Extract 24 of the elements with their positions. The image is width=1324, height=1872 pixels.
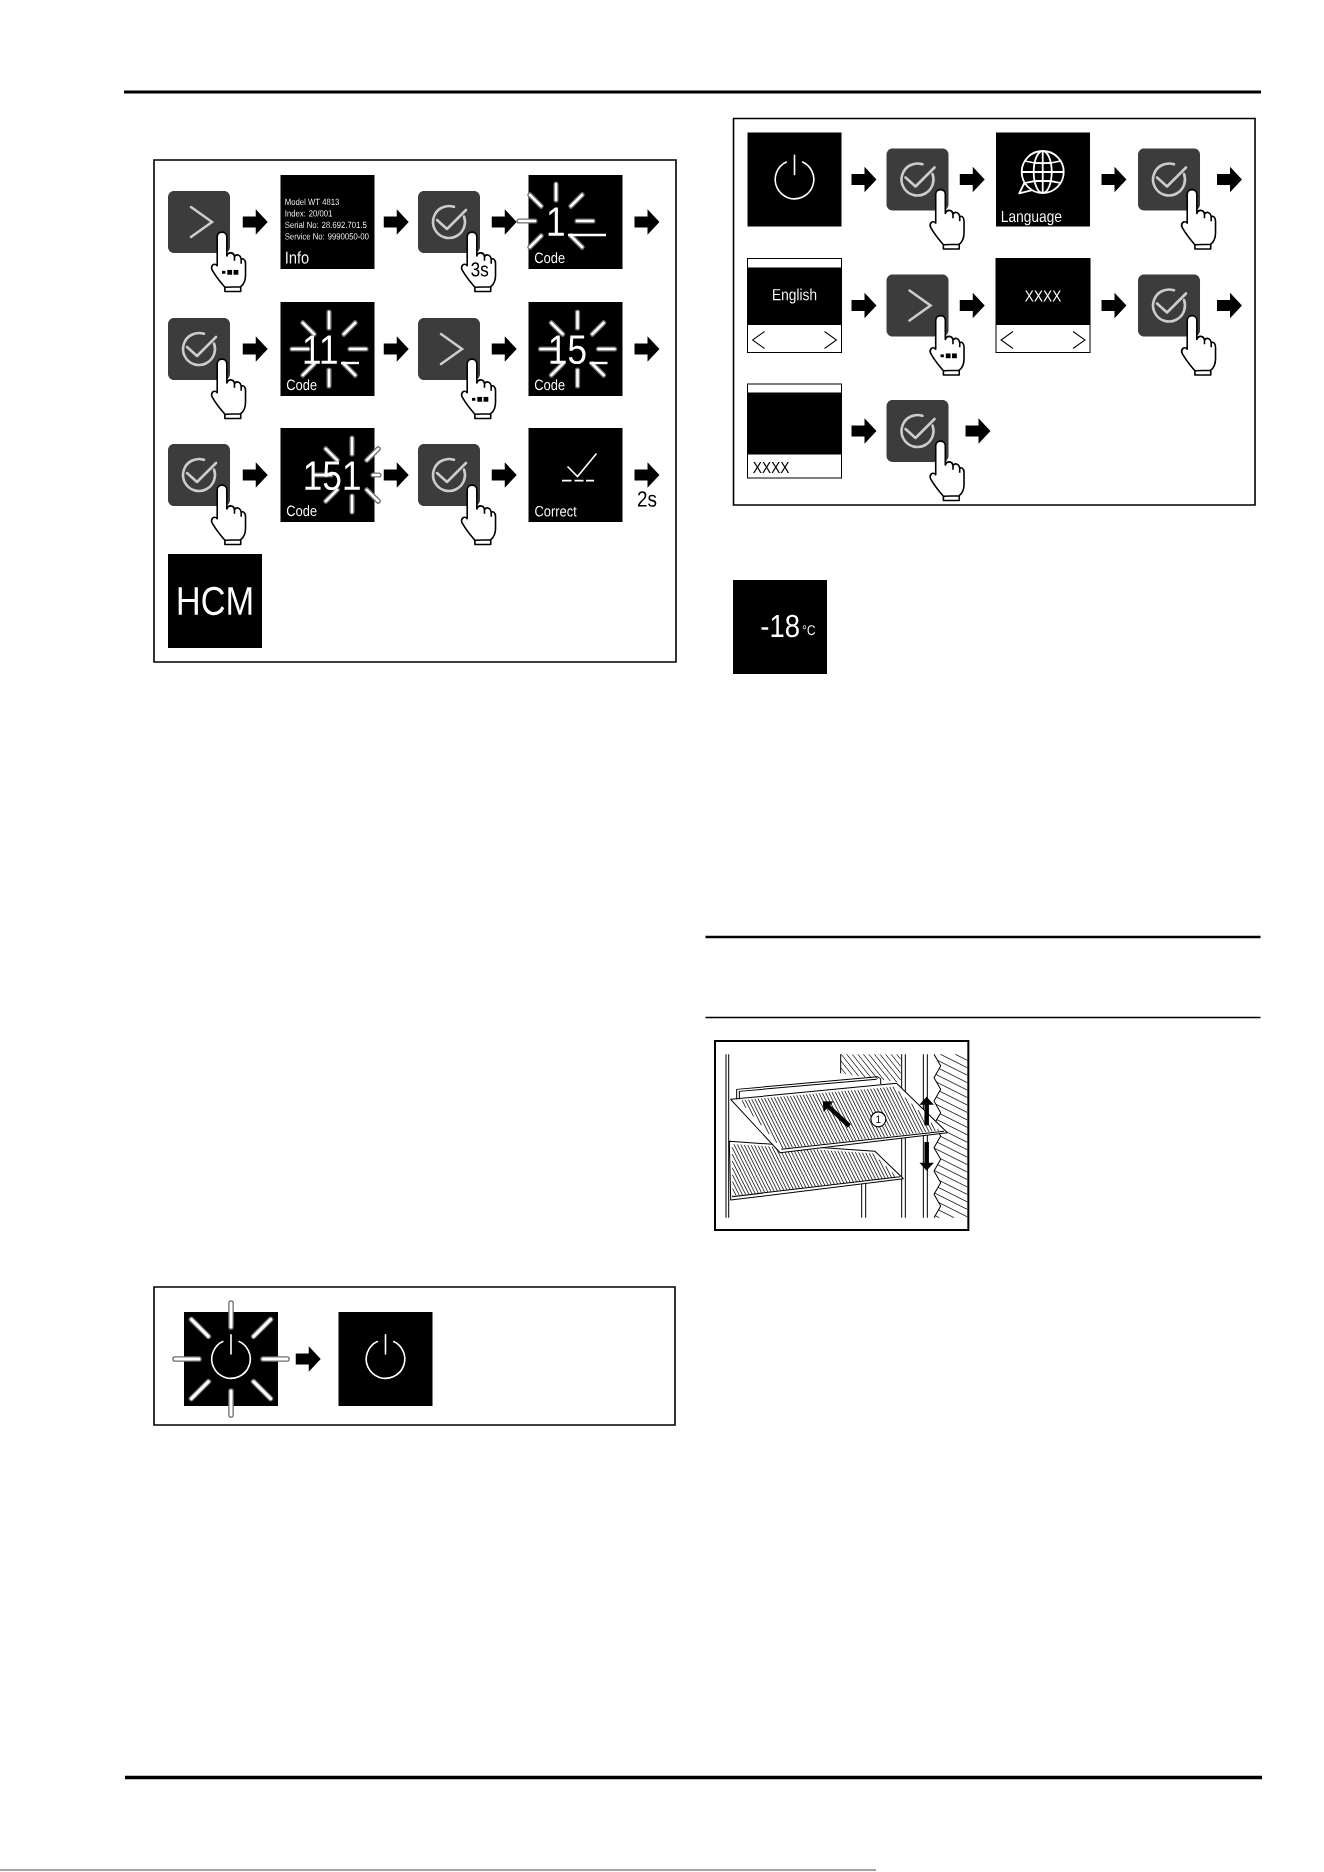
screen-label: Language xyxy=(1001,210,1062,226)
screen-label: Code xyxy=(286,379,317,391)
screen-text: Model WT 4813 xyxy=(285,198,340,206)
screen-text: Serial No: 28.692.701.5 xyxy=(285,221,367,229)
screen-text: English xyxy=(773,288,817,304)
code-digits: 15 xyxy=(550,335,586,365)
screen-title: Info xyxy=(286,251,309,264)
screen-text: Service No: 9990050-00 xyxy=(285,232,369,240)
screen-text: XXXX xyxy=(1024,290,1062,302)
code-digits: 11 xyxy=(304,335,337,364)
display-screen: HCM xyxy=(168,554,262,648)
screen-label: Code xyxy=(534,379,565,391)
screen-label: Correct xyxy=(535,505,577,517)
screen-text: XXXX xyxy=(753,462,790,473)
code-digits: 151 xyxy=(305,461,360,491)
screen-label: Code xyxy=(286,505,317,517)
screen-label: Code xyxy=(534,252,565,264)
callout-number: 1 xyxy=(870,1111,887,1128)
temperature-value: -18 xyxy=(761,614,799,638)
unit-label: °C xyxy=(802,625,816,636)
edge-label: 2s xyxy=(638,491,657,507)
duration-label: 3s xyxy=(471,262,489,277)
code-digits: 1 xyxy=(548,207,564,236)
screen-text: Index: 20/001 xyxy=(285,209,332,217)
